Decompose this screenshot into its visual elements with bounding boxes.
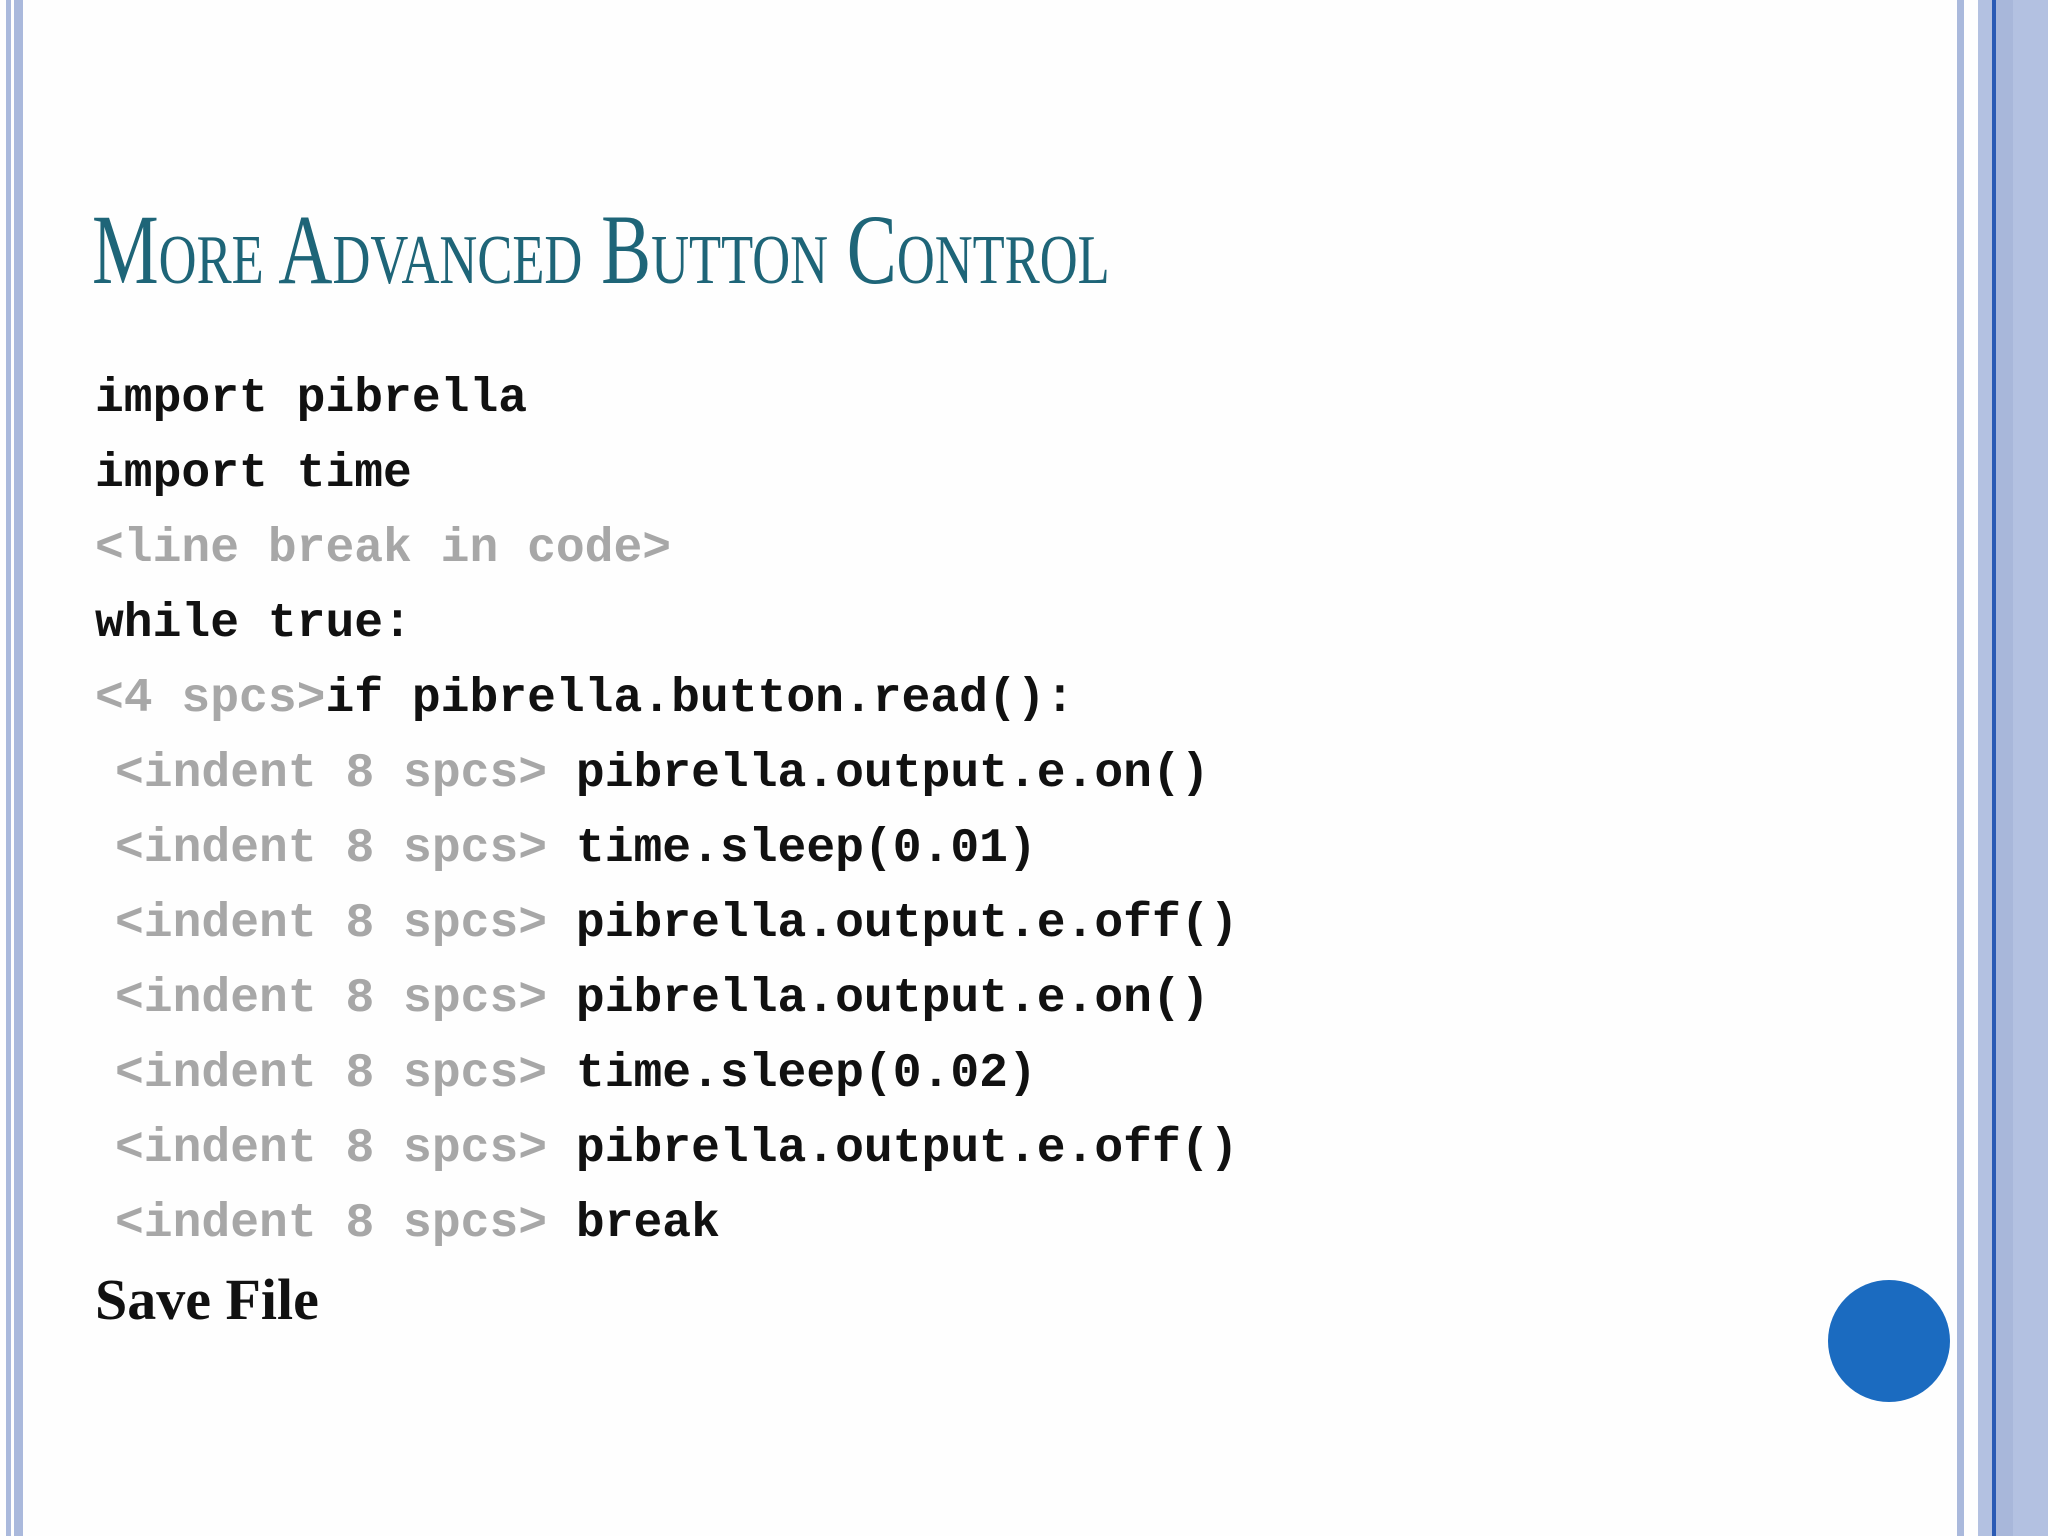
code-text: break <box>547 1197 720 1251</box>
left-edge-stripe-outer <box>6 0 11 1536</box>
code-gray-token: <indent 8 spcs> <box>115 972 548 1026</box>
code-gray-token: <indent 8 spcs> <box>115 1047 548 1101</box>
right-edge-stripe-outer <box>1957 0 1964 1536</box>
code-line: <indent 8 spcs> pibrella.output.e.off() <box>95 887 1238 962</box>
code-text: time.sleep(0.02) <box>547 1047 1037 1101</box>
code-gray-token: <indent 8 spcs> <box>115 822 548 876</box>
code-text: pibrella.output.e.on() <box>547 747 1210 801</box>
code-gray-token: <indent 8 spcs> <box>115 897 548 951</box>
code-line: import pibrella <box>95 362 1238 437</box>
code-line: <line break in code> <box>95 512 1238 587</box>
slide-title: More Advanced Button Control <box>92 194 1110 305</box>
code-line: <indent 8 spcs> pibrella.output.e.on() <box>95 962 1238 1037</box>
code-text: if pibrella.button.read(): <box>325 672 1075 726</box>
code-text: time.sleep(0.01) <box>547 822 1037 876</box>
code-gray-token: <indent 8 spcs> <box>115 1197 548 1251</box>
right-edge-inner-band <box>1996 0 2013 1536</box>
code-text: import time <box>95 447 412 501</box>
code-block: import pibrella import time <line break … <box>95 362 1238 1262</box>
code-line: <indent 8 spcs> pibrella.output.e.off() <box>95 1112 1238 1187</box>
save-file-label: Save File <box>95 1267 319 1332</box>
code-text: while true: <box>95 597 412 651</box>
code-line: import time <box>95 437 1238 512</box>
code-text: pibrella.output.e.off() <box>547 1122 1239 1176</box>
code-text: pibrella.output.e.off() <box>547 897 1239 951</box>
code-line: <indent 8 spcs> pibrella.output.e.on() <box>95 737 1238 812</box>
code-line: <4 spcs>if pibrella.button.read(): <box>95 662 1238 737</box>
right-edge-dark-line <box>1992 0 1996 1536</box>
code-text: import pibrella <box>95 372 528 426</box>
blue-circle-decoration <box>1828 1280 1950 1402</box>
right-edge-band <box>1978 0 2048 1536</box>
code-gray-token: <indent 8 spcs> <box>115 1122 548 1176</box>
code-line: <indent 8 spcs> time.sleep(0.02) <box>95 1037 1238 1112</box>
left-edge-stripe-inner <box>14 0 23 1536</box>
code-line: while true: <box>95 587 1238 662</box>
code-gray-token: <4 spcs> <box>95 672 326 726</box>
code-gray-token: <indent 8 spcs> <box>115 747 548 801</box>
code-gray-token: <line break in code> <box>95 522 672 576</box>
code-line: <indent 8 spcs> break <box>95 1187 1238 1262</box>
code-text: pibrella.output.e.on() <box>547 972 1210 1026</box>
code-line: <indent 8 spcs> time.sleep(0.01) <box>95 812 1238 887</box>
